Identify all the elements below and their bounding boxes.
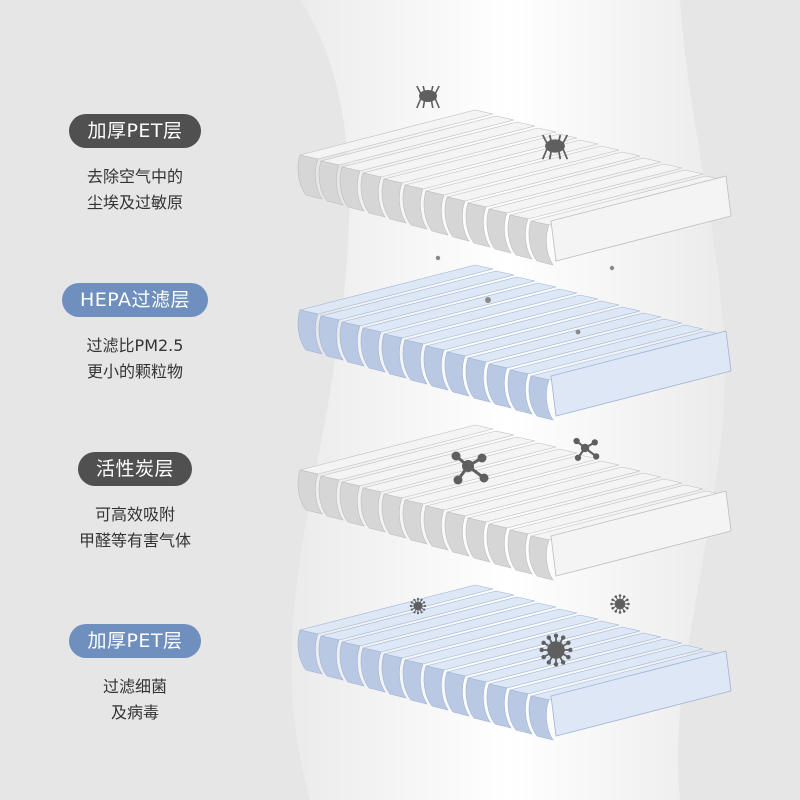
pleat-fold bbox=[486, 523, 512, 569]
pleat-fold bbox=[381, 493, 407, 539]
pleat-fold bbox=[507, 214, 533, 260]
pleat-fold bbox=[360, 487, 386, 533]
pleat-fold bbox=[318, 160, 344, 206]
pleat-fold bbox=[528, 535, 554, 581]
pleat-fold bbox=[381, 178, 407, 224]
pleat-fold bbox=[507, 529, 533, 575]
panel-end-cap bbox=[550, 490, 732, 577]
layer-desc-line: 可高效吸附 bbox=[94, 505, 175, 524]
pleat-fold bbox=[465, 357, 491, 403]
pleat-fold bbox=[423, 345, 449, 391]
pleat-fold bbox=[528, 220, 554, 266]
pleat-fold bbox=[423, 505, 449, 551]
pleat-fold bbox=[402, 339, 428, 385]
dust-dot-icon bbox=[609, 265, 615, 271]
filter-panel-pet-bottom bbox=[297, 584, 732, 741]
filter-panel-carbon bbox=[297, 424, 732, 581]
layer-title-pet-top: 加厚PET层 bbox=[69, 114, 201, 148]
pleat-fold bbox=[465, 517, 491, 563]
pleat-fold bbox=[339, 641, 365, 687]
molecule-icon bbox=[573, 437, 600, 461]
pleat-fold bbox=[528, 695, 554, 741]
layer-title-hepa: HEPA过滤层 bbox=[61, 283, 209, 317]
pleat-fold bbox=[297, 154, 323, 200]
pleat-fold bbox=[402, 659, 428, 705]
pleat-fold bbox=[444, 511, 470, 557]
layer-desc-pet-top: 去除空气中的 尘埃及过敏原 bbox=[0, 164, 270, 216]
pleat-fold bbox=[360, 647, 386, 693]
layer-label-carbon: 活性炭层 可高效吸附 甲醛等有害气体 bbox=[0, 452, 270, 554]
filter-panel-hepa bbox=[297, 264, 732, 421]
pleat-fold bbox=[381, 653, 407, 699]
pleat-fold bbox=[318, 315, 344, 361]
layer-desc-line: 甲醛等有害气体 bbox=[78, 531, 191, 550]
layer-desc-line: 更小的颗粒物 bbox=[86, 362, 183, 381]
pleat-fold bbox=[318, 475, 344, 521]
panel-end-cap bbox=[550, 650, 732, 737]
layer-desc-hepa: 过滤比PM2.5 更小的颗粒物 bbox=[0, 333, 270, 385]
pleat-fold bbox=[318, 635, 344, 681]
layer-title-pet-bottom: 加厚PET层 bbox=[69, 624, 201, 658]
layer-desc-line: 及病毒 bbox=[110, 703, 159, 722]
pleat-fold bbox=[507, 689, 533, 735]
pleat-fold bbox=[381, 333, 407, 379]
pleat-fold bbox=[507, 369, 533, 415]
pleat-fold bbox=[486, 208, 512, 254]
pleat-fold bbox=[465, 202, 491, 248]
virus-icon bbox=[610, 594, 630, 614]
layer-label-hepa: HEPA过滤层 过滤比PM2.5 更小的颗粒物 bbox=[0, 283, 270, 385]
pleat-fold bbox=[402, 184, 428, 230]
layer-desc-line: 尘埃及过敏原 bbox=[86, 193, 183, 212]
pleat-fold bbox=[402, 499, 428, 545]
layer-desc-pet-bottom: 过滤细菌 及病毒 bbox=[0, 674, 270, 726]
pleat-fold bbox=[465, 677, 491, 723]
layer-title-carbon: 活性炭层 bbox=[77, 452, 192, 486]
mite-icon bbox=[541, 134, 569, 160]
pleat-fold bbox=[423, 190, 449, 236]
pleat-fold bbox=[360, 172, 386, 218]
filter-panel-pet-top bbox=[297, 109, 732, 266]
pleat-fold bbox=[297, 309, 323, 355]
pleat-fold bbox=[486, 363, 512, 409]
pleat-fold bbox=[444, 351, 470, 397]
layer-desc-carbon: 可高效吸附 甲醛等有害气体 bbox=[0, 502, 270, 554]
pleat-fold bbox=[360, 327, 386, 373]
pleat-fold bbox=[297, 629, 323, 675]
molecule-icon bbox=[451, 451, 489, 485]
dust-dot-icon bbox=[485, 297, 491, 303]
panel-end-cap bbox=[550, 330, 732, 417]
mite-icon bbox=[416, 85, 440, 109]
pleat-fold bbox=[444, 196, 470, 242]
layer-desc-line: 过滤细菌 bbox=[102, 677, 167, 696]
layer-desc-line: 过滤比PM2.5 bbox=[86, 336, 184, 355]
pleat-fold bbox=[423, 665, 449, 711]
pleat-fold bbox=[297, 469, 323, 515]
dust-dot-icon bbox=[575, 329, 581, 335]
layer-desc-line: 去除空气中的 bbox=[86, 167, 183, 186]
pleat-fold bbox=[339, 321, 365, 367]
layer-label-pet-bottom: 加厚PET层 过滤细菌 及病毒 bbox=[0, 624, 270, 726]
pleat-fold bbox=[444, 671, 470, 717]
pleat-fold bbox=[339, 481, 365, 527]
panel-end-cap bbox=[550, 175, 732, 262]
pleat-fold bbox=[339, 166, 365, 212]
virus-icon bbox=[539, 633, 573, 667]
pleat-fold bbox=[528, 375, 554, 421]
virus-icon bbox=[409, 597, 427, 615]
layer-label-pet-top: 加厚PET层 去除空气中的 尘埃及过敏原 bbox=[0, 114, 270, 216]
dust-dot-icon bbox=[435, 255, 441, 261]
pleat-fold bbox=[486, 683, 512, 729]
